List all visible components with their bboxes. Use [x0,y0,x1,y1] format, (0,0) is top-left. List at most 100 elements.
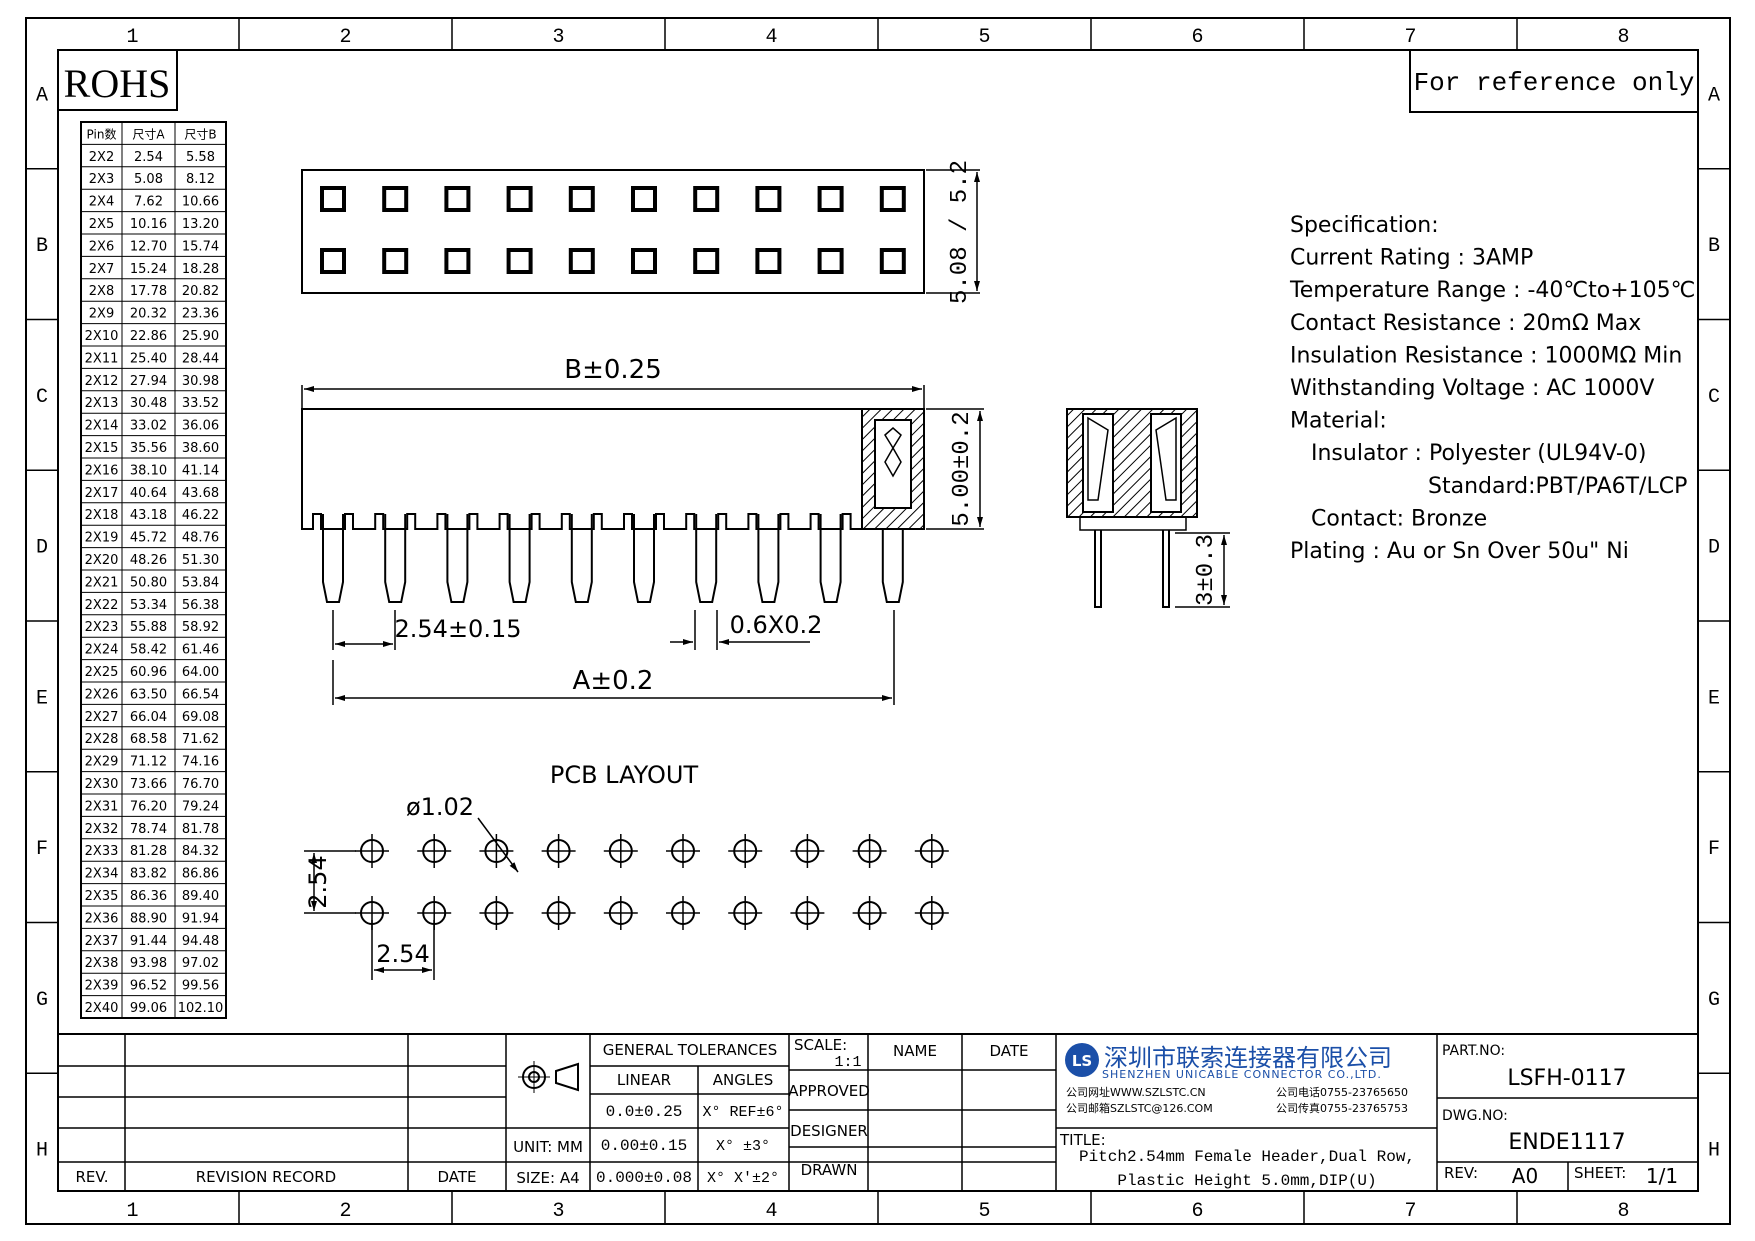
body-height-label: 5.00±0.2 [949,411,976,526]
angles-header: ANGLES [713,1071,773,1089]
frame-row-left-B: B [36,235,48,258]
reference-box [1409,49,1699,113]
inner-border [57,49,1699,1192]
pin-table-cell: 20.82 [182,284,219,299]
frame-row-right-G: G [1708,989,1720,1012]
title-line-1: Pitch2.54mm Female Header,Dual Row, [1079,1148,1415,1166]
frame-row-right-A: A [1708,84,1720,107]
socket-hole [568,248,595,274]
designer-label: DESIGNER [790,1122,868,1140]
socket-hole [320,186,346,212]
pin-table-cell: 2X2 [89,150,114,165]
pin-table-cell: 91.44 [130,934,167,949]
pin-table-cell: 2X11 [85,351,119,366]
pin-table-cell: 61.46 [182,643,219,658]
pin-table-cell: 8.12 [186,172,215,187]
pin-table-cell: 53.34 [130,598,167,613]
pin-table-cell: 43.68 [182,486,219,501]
socket-hole [879,186,906,212]
frame-column-top-1: 1 [126,26,138,49]
pin-table-cell: 2X7 [89,262,114,277]
socket-hole [631,248,657,274]
frame-column-bottom-4: 4 [765,1200,777,1223]
pcb-layout: PCB LAYOUT ø1.02 2.54 2.54 [304,761,949,980]
frame-column-bottom-8: 8 [1617,1200,1629,1223]
part-no-label: PART.NO: [1442,1043,1505,1059]
spec-line: Insulation Resistance : 1000MΩ Min [1290,343,1682,368]
pin-table-cell: 66.54 [182,687,219,702]
front-section-cut [861,408,925,530]
pin-table-cell: 86.86 [182,867,219,882]
header-pin [508,514,531,603]
frame-row-left-A: A [36,84,48,107]
sheet-label: SHEET: [1574,1164,1626,1182]
rev-header: REV. [76,1168,109,1186]
pin-table-cell: 2X17 [85,486,119,501]
pin-table-cell: 88.90 [130,911,167,926]
pin-table-cell: 2X22 [85,598,119,613]
specification-block: Specification:Current Rating : 3AMPTempe… [1289,213,1695,564]
frame-row-right-C: C [1708,386,1720,409]
company-name-cn: 深圳市联索连接器有限公司 [1104,1044,1392,1072]
pin-table-cell: 15.74 [182,239,219,254]
pin-table-cell: 2X3 [89,172,114,187]
socket-hole [755,186,782,212]
socket-hole [320,248,346,274]
pin-table-cell: 5.08 [134,172,163,187]
pin-table-cell: 78.74 [130,822,167,837]
drawn-label: DRAWN [801,1161,858,1179]
front-body-outline [301,408,925,530]
pin-table-header: 尺寸A [132,127,165,141]
pin-table-cell: 30.98 [182,374,219,389]
spec-line: Insulator : Polyester (UL94V-0) [1311,441,1646,466]
side-view: 3±0.3 [1066,408,1230,608]
pin-table-cell: 76.20 [130,799,167,814]
pin-table-cell: 33.02 [130,419,167,434]
frame-row-right-H: H [1708,1140,1720,1163]
general-tolerances-header: GENERAL TOLERANCES [603,1041,778,1059]
pin-span-label: A±0.2 [573,666,654,696]
pin-table-cell: 79.24 [182,799,219,814]
spec-line: Plating : Au or Sn Over 50u" Ni [1290,539,1629,564]
pin-table-cell: 15.24 [130,262,167,277]
pin-table-cell: 2X20 [85,553,119,568]
spec-line: Temperature Range : -40℃to+105℃ [1289,278,1695,303]
socket-hole [444,248,471,274]
title-line-2: Plastic Height 5.0mm,DIP(U) [1117,1172,1376,1190]
pin-table-cell: 2X14 [85,419,119,434]
rev-value: A0 [1512,1164,1538,1188]
pin-table-cell: 48.26 [130,553,167,568]
pin-table-cell: 81.78 [182,822,219,837]
company-web: 公司网址WWW.SZLSTC.CN [1066,1085,1206,1099]
frame-column-bottom-3: 3 [552,1200,564,1223]
frame-column-top-4: 4 [765,26,777,49]
pin-table-cell: 2X26 [85,687,119,702]
frame-row-right-E: E [1708,687,1720,710]
pin-table-cell: 2X5 [89,217,114,232]
socket-holes [320,186,906,274]
frame-row-right-D: D [1708,537,1720,560]
spec-line: Current Rating : 3AMP [1290,246,1533,271]
size-label: SIZE: A4 [516,1169,579,1187]
pin-table-cell: 89.40 [182,889,219,904]
pin-table-cell: 2X8 [89,284,114,299]
pin-table-cell: 74.16 [182,755,219,770]
dwg-no-label: DWG.NO: [1442,1108,1508,1124]
pin-table-cell: 2X6 [89,239,114,254]
pcb-col-pitch-label: 2.54 [376,940,429,968]
header-pin [384,514,407,603]
pin-table-cell: 2X30 [85,777,119,792]
socket-hole [693,186,720,212]
pin-table-cell: 30.48 [130,396,167,411]
pin-table-cell: 94.48 [182,934,219,949]
pin-table-cell: 2X35 [85,889,119,904]
socket-hole [693,248,720,274]
header-pin [633,514,655,603]
rohs-box [57,49,178,111]
pin-table-cell: 2X10 [85,329,119,344]
frame-row-right-F: F [1708,838,1720,861]
spec-line: Material: [1290,409,1387,434]
socket-hole [382,186,409,212]
